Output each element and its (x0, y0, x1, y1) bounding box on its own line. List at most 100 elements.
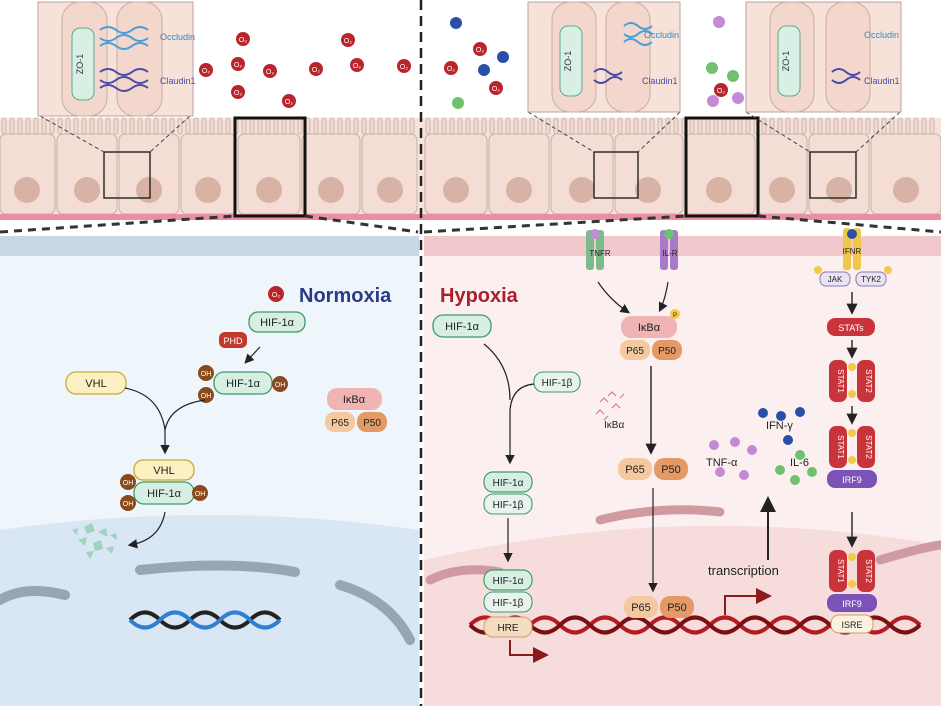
hif1a-hyp-node (432, 314, 492, 338)
line-hif1a-down (483, 343, 511, 401)
o2-molecule: O₂ (236, 32, 250, 46)
hif1a-hyp-label: HIF-1α (445, 321, 480, 333)
tnfr-receptor: TNFR (586, 229, 611, 270)
zo1-label: ZO-1 (75, 54, 85, 75)
stat2-label: STAT2 (864, 435, 873, 459)
vhl-node (65, 371, 127, 395)
hif1b-dimer-node (483, 493, 533, 515)
o2-molecule-normoxia: O₂ (268, 286, 284, 302)
tnfr-label: TNFR (589, 249, 611, 258)
ifnr-receptor: IFNR JAK TYK2 (814, 228, 892, 287)
stat1-label: STAT1 (836, 369, 845, 393)
hif1b-dimer-label: HIF-1β (493, 500, 524, 511)
normoxia-title: Normoxia (299, 285, 392, 307)
cytokines-cluster (709, 407, 817, 485)
arrow-transcription (724, 588, 772, 615)
arrow-tnfr-to-ikba (597, 281, 630, 314)
p65-free-node (618, 458, 652, 480)
p50-free-node (654, 458, 688, 480)
hif1a-hydroxylated-node (213, 371, 273, 395)
stat2-label: STAT2 (864, 369, 873, 393)
hif1a-dimer-node (483, 471, 533, 493)
oh-label: OH (195, 491, 206, 498)
epithelial-cells-right (424, 133, 941, 215)
cytokine-dots-top (450, 16, 744, 109)
svg-text:O₂: O₂ (476, 47, 484, 54)
svg-text:O₂: O₂ (344, 38, 352, 45)
zoom-box-cell-right (684, 116, 760, 218)
hif1a-complex-label: HIF-1α (147, 488, 182, 500)
o2-molecule: O₂ (397, 59, 411, 73)
svg-text:O₂: O₂ (492, 86, 500, 93)
ifng-label: IFN-γ (766, 420, 793, 432)
p50-label: P50 (363, 418, 381, 429)
hypoxia-title: Hypoxia (440, 285, 519, 307)
p65-node (325, 412, 355, 432)
microvilli (1, 117, 935, 135)
epithelial-nuclei-left (14, 177, 403, 203)
epithelial-cells-left (0, 133, 418, 215)
line-hif1b-merge (509, 383, 535, 411)
svg-text:O₂: O₂ (266, 69, 274, 76)
oh-groups-2 (120, 474, 208, 511)
svg-text:O₂: O₂ (447, 66, 455, 73)
ifnr-label: IFNR (843, 247, 862, 256)
hre-node (483, 616, 533, 638)
hypoxia-panel: Hypoxia TNFR IL-R IFNR JAK TYK2 IκBα (424, 228, 941, 706)
stat-dimer-1: STAT1 STAT2 (829, 360, 875, 402)
irf9-nuc-label: IRF9 (842, 599, 862, 609)
svg-text:O₂: O₂ (353, 63, 361, 70)
oh-label: OH (123, 480, 134, 487)
tj-inset-left: ZO-1 Occludin Claudin1 (37, 1, 196, 117)
o2-molecule: O₂ (444, 61, 458, 75)
merge-line-vhl (124, 387, 166, 431)
hif1a-label: HIF-1α (260, 317, 295, 329)
ikba-node (327, 388, 382, 410)
svg-text:O₂: O₂ (234, 62, 242, 69)
isre-label: ISRE (841, 620, 862, 630)
o2-molecule: O₂ (473, 42, 487, 56)
o2-molecule: O₂ (714, 83, 728, 97)
svg-text:O₂: O₂ (272, 292, 280, 299)
arrow-ilr-to-ikba (658, 281, 669, 313)
svg-text:O₂: O₂ (285, 99, 293, 106)
phd-label: PHD (223, 336, 243, 346)
ikba-label: IκBα (343, 394, 366, 406)
zoom-box-junction-right (809, 151, 857, 199)
irf9-nuc-node (827, 594, 877, 612)
hif1b-nuc-node (483, 591, 533, 613)
svg-text:O₂: O₂ (717, 88, 725, 95)
o2-molecule: O₂ (263, 64, 277, 78)
p50-free-label: P50 (661, 464, 681, 476)
tyk2-label: TYK2 (861, 275, 882, 284)
oh-groups-1 (198, 365, 288, 403)
arrow-phd-to-hydroxylated (244, 346, 261, 364)
er-membrane-hyp-right (875, 540, 941, 565)
ilr-receptor: IL-R (660, 229, 678, 270)
o2-molecule: O₂ (231, 57, 245, 71)
stats-label: STATs (838, 323, 864, 333)
stats-node (827, 318, 875, 336)
jak-label: JAK (828, 275, 843, 284)
o2-molecule: O₂ (350, 58, 364, 72)
merge-line-hif (164, 399, 206, 431)
occludin-label: Occludin (160, 32, 195, 42)
o2-molecule: O₂ (231, 85, 245, 99)
svg-text:O₂: O₂ (239, 37, 247, 44)
phospho-label: P (673, 313, 677, 319)
p65-label: P65 (331, 418, 349, 429)
o2-molecule: O₂ (199, 63, 213, 77)
hif1b-nuc-label: HIF-1β (493, 598, 524, 609)
oh-label: OH (201, 393, 212, 400)
epithelial-nuclei-right (443, 177, 919, 203)
o2-molecule: O₂ (489, 81, 503, 95)
p50-node (357, 412, 387, 432)
arrow-hre-transcription (509, 640, 549, 663)
vhl-complex-node (133, 459, 195, 481)
er-membrane-right (335, 580, 415, 645)
p65-hyp-node (620, 340, 650, 360)
claudin1-label: Claudin1 (160, 76, 196, 86)
er-membrane-left (0, 586, 70, 605)
p50-hyp-label: P50 (658, 346, 676, 357)
